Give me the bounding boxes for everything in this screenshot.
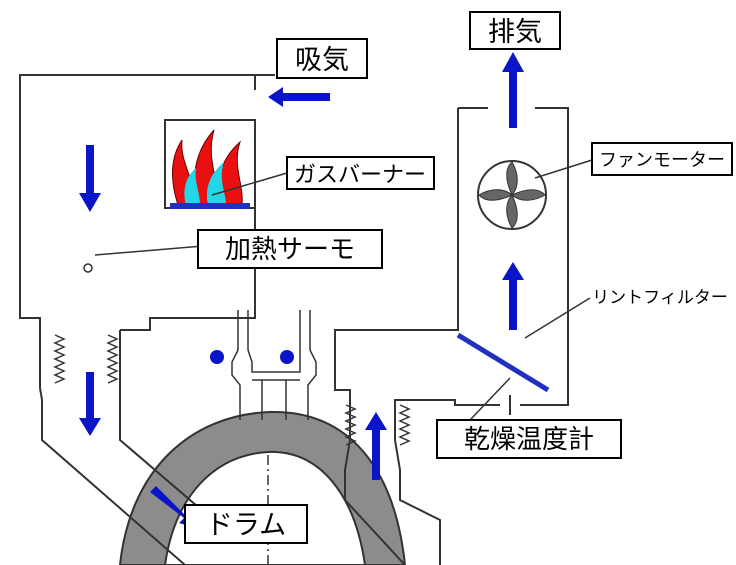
flame-icon — [170, 129, 250, 209]
label-intake: 吸気 — [276, 38, 368, 79]
label-dry-thermometer-text: 乾燥温度計 — [464, 425, 594, 455]
center-pipes — [231, 310, 317, 420]
exhaust-arrow — [502, 52, 524, 128]
label-drum-text: ドラム — [206, 510, 286, 541]
intake-arrow — [268, 87, 330, 107]
exhaust-duct — [334, 107, 569, 565]
label-lint-filter: リントフィルター — [592, 288, 728, 308]
label-gas-burner-text: ガスバーナー — [294, 163, 426, 188]
label-fan-motor-text: ファンモーター — [599, 150, 725, 171]
burner-base — [170, 203, 250, 209]
leader-lines — [94, 159, 593, 421]
label-fan-motor: ファンモーター — [591, 142, 733, 176]
label-dry-thermometer: 乾燥温度計 — [436, 419, 622, 459]
fan-icon — [477, 160, 547, 230]
label-drum: ドラム — [184, 504, 308, 544]
pivot-dot-right — [280, 350, 294, 364]
label-gas-burner: ガスバーナー — [286, 156, 435, 190]
down-arrow — [79, 145, 101, 212]
up-arrow — [365, 412, 387, 480]
pivot-dot-left — [210, 350, 224, 364]
down-arrow — [79, 372, 101, 436]
label-heat-thermostat-text: 加熱サーモ — [225, 235, 355, 265]
label-intake-text: 吸気 — [295, 45, 349, 76]
label-exhaust: 排気 — [469, 11, 561, 50]
up-arrow — [502, 262, 524, 330]
label-exhaust-text: 排気 — [488, 17, 542, 48]
bellows-icon — [344, 404, 411, 446]
heat-thermostat-sensor — [83, 263, 93, 273]
lint-filter-element — [456, 332, 550, 393]
intake-duct — [19, 74, 275, 565]
bellows-icon — [53, 334, 119, 384]
label-lint-filter-text: リントフィルター — [592, 288, 728, 308]
label-heat-thermostat: 加熱サーモ — [197, 229, 383, 269]
